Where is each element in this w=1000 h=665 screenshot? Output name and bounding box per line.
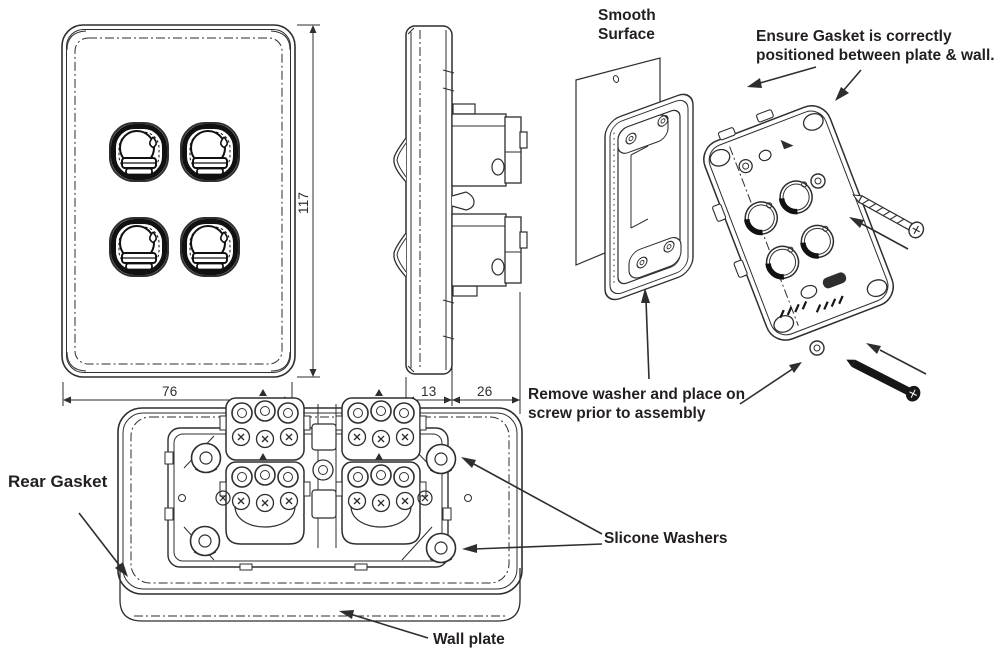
- switch-button: [110, 123, 168, 181]
- rear-gasket-exploded: [604, 93, 694, 301]
- silicone-washer: [190, 442, 222, 474]
- mounting-screw: [852, 194, 925, 239]
- dimension-plate-height: 117: [296, 24, 320, 378]
- frame-hole: [178, 494, 186, 502]
- corner-detail: [66, 30, 87, 51]
- mechanism-cluster: [220, 389, 310, 544]
- plate-skirt: [119, 568, 521, 622]
- wall-cutout: [630, 145, 649, 229]
- screw-washer: [809, 173, 826, 356]
- mounting-tab: [452, 103, 476, 115]
- silicone-washer: [425, 532, 457, 564]
- dim-thickness-label: 13: [421, 384, 436, 399]
- dim-width-label: 76: [162, 384, 177, 399]
- dim-mech-depth-label: 26: [477, 384, 492, 399]
- rocker-profile: [393, 137, 407, 278]
- dimension-mechanism-depth: 26: [452, 292, 521, 414]
- leader-arrow: [641, 66, 927, 405]
- front-view: [61, 24, 296, 378]
- remove-washer-note-line2: screw prior to assembly: [528, 405, 706, 422]
- silicone-washer: [425, 443, 457, 475]
- mounting-tab: [452, 285, 478, 297]
- corner-detail: [270, 30, 291, 51]
- exploded-view: [575, 57, 927, 405]
- smooth-surface-label-line1: Smooth: [598, 7, 656, 24]
- clip-tab: [717, 127, 736, 141]
- ensure-gasket-note-line2: positioned between plate & wall.: [756, 47, 995, 64]
- silicone-washer: [189, 525, 221, 557]
- silicone-washers-label: Slicone Washers: [604, 530, 727, 547]
- clip-tab: [756, 109, 774, 123]
- rear-view: [78, 389, 603, 639]
- center-boss: [451, 191, 475, 211]
- remove-washer-note-line1: Remove washer and place on: [528, 386, 745, 403]
- mechanism-cluster: [336, 389, 426, 544]
- label-slot: [822, 272, 847, 289]
- smooth-surface-label-line2: Surface: [598, 26, 655, 43]
- rear-gasket-label: Rear Gasket: [8, 472, 108, 491]
- corner-detail: [66, 351, 87, 372]
- mechanism-side: [451, 213, 528, 287]
- corner-detail: [270, 351, 291, 372]
- leader-arrow: [78, 457, 603, 639]
- orientation-mark: [780, 139, 794, 150]
- side-view: [393, 25, 528, 375]
- switch-plate-exploded: [703, 105, 894, 341]
- switch-button: [181, 123, 239, 181]
- dim-height-label: 117: [296, 192, 311, 214]
- wood-screw: [846, 359, 921, 402]
- clip-tab: [733, 259, 748, 278]
- mechanism-side: [451, 113, 528, 187]
- switch-button: [110, 218, 168, 276]
- switch-button: [181, 218, 239, 276]
- clip-tab: [712, 203, 727, 222]
- ensure-gasket-note-line1: Ensure Gasket is correctly: [756, 28, 952, 45]
- frame-hole: [464, 494, 472, 502]
- frame-screw: [215, 490, 433, 506]
- grip-hatch: [779, 295, 844, 319]
- wall-plate-label: Wall plate: [433, 631, 505, 648]
